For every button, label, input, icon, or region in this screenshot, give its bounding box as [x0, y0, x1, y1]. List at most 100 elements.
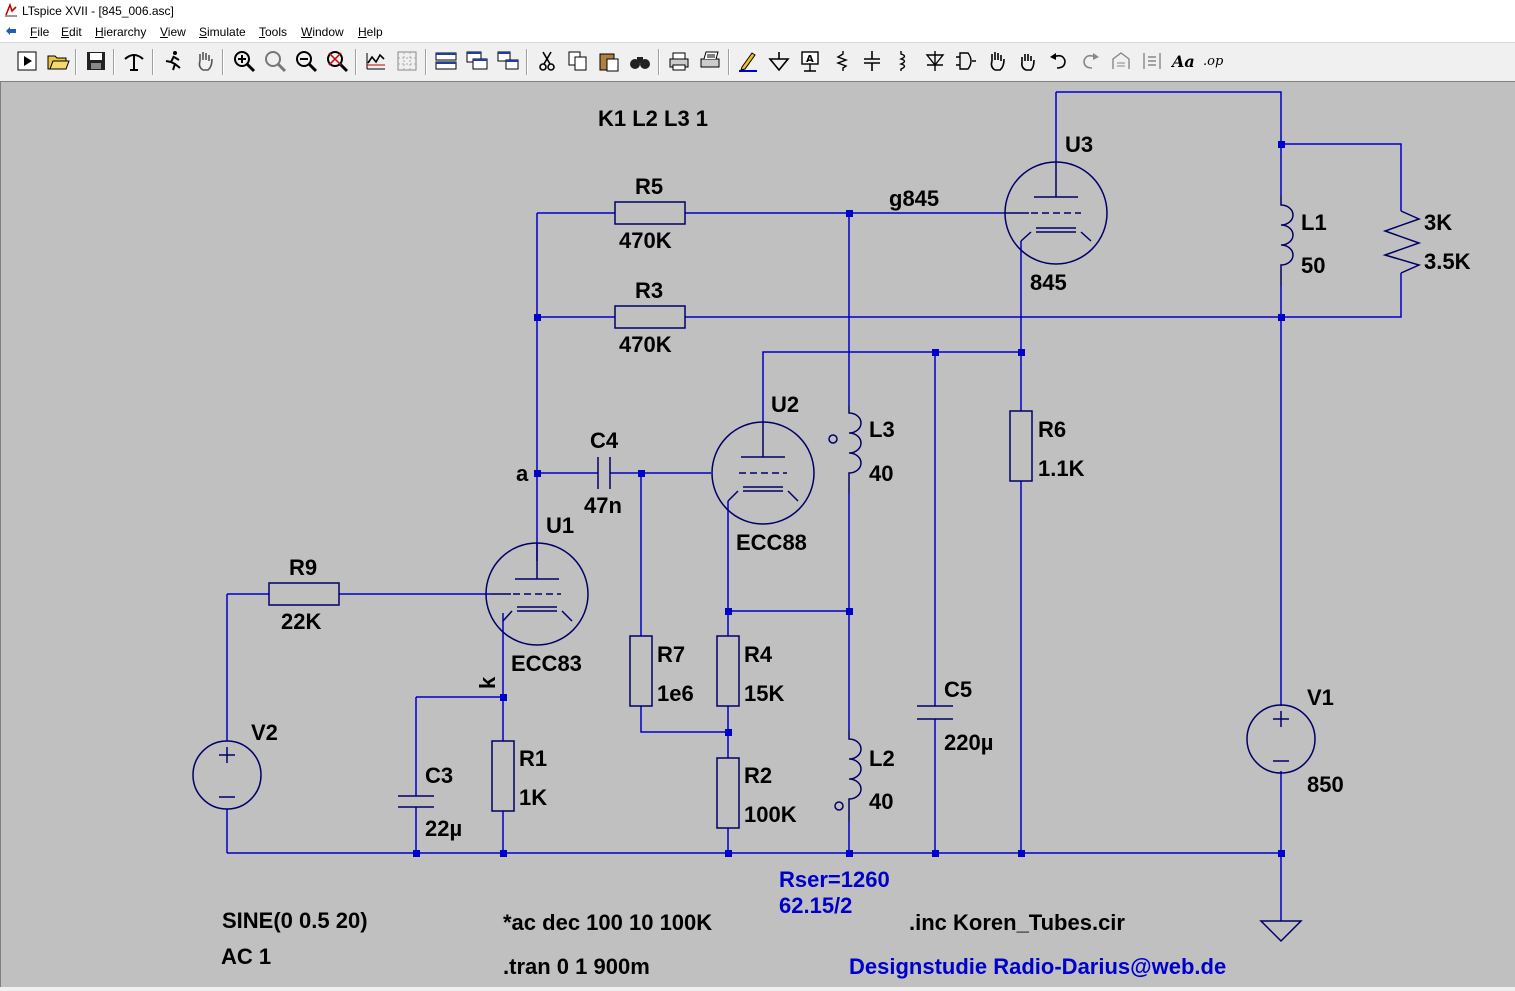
resistor-r6[interactable]	[1009, 410, 1033, 482]
footer-note[interactable]: Designstudie Radio-Darius@web.de	[849, 954, 1226, 979]
paste-icon[interactable]	[596, 48, 622, 74]
svg-text:Aa: Aa	[1171, 52, 1195, 71]
ground-icon[interactable]	[766, 48, 792, 74]
menu-tools[interactable]: Tools	[259, 25, 288, 39]
window-title: LTspice XVII - [845_006.asc]	[22, 4, 174, 18]
print-icon[interactable]	[666, 48, 692, 74]
toolbar-separator	[526, 49, 528, 75]
component-icon[interactable]	[953, 48, 979, 74]
menu-simulate[interactable]: Simulate	[199, 25, 246, 39]
resistor-r2[interactable]	[716, 757, 740, 829]
resistor-r5[interactable]	[614, 201, 686, 225]
l2-value: 40	[869, 789, 893, 814]
l2-param-rser[interactable]: Rser=1260	[779, 867, 890, 892]
find-icon[interactable]	[627, 48, 653, 74]
u2-name: U2	[771, 392, 799, 417]
capacitor-icon[interactable]	[859, 48, 885, 74]
resistor-r9[interactable]	[268, 582, 340, 606]
run-stop-icon[interactable]	[160, 48, 186, 74]
open-icon[interactable]	[45, 48, 71, 74]
directive-tran[interactable]: .tran 0 1 900m	[503, 954, 650, 979]
pan-icon[interactable]	[192, 48, 218, 74]
tube-u2[interactable]	[711, 421, 815, 525]
ground-symbol[interactable]	[1259, 920, 1303, 943]
document-icon[interactable]	[4, 24, 18, 38]
toolbar-separator	[658, 49, 660, 75]
zoom-area-icon[interactable]	[262, 48, 288, 74]
menu-hierarchy[interactable]: Hierarchy	[95, 25, 147, 39]
directive-k[interactable]: K1 L2 L3 1	[598, 106, 708, 131]
net-label-a[interactable]: a	[516, 461, 529, 486]
print-setup-icon[interactable]	[697, 48, 723, 74]
drag-icon[interactable]	[1015, 48, 1041, 74]
copy-icon[interactable]	[565, 48, 591, 74]
inductor-icon[interactable]	[890, 48, 916, 74]
inductor-l2[interactable]	[834, 731, 862, 821]
svg-text:A: A	[806, 54, 814, 65]
grid-icon[interactable]	[394, 48, 420, 74]
rotate-icon[interactable]	[1108, 48, 1134, 74]
toolbar-separator	[355, 49, 357, 75]
inductor-l3[interactable]	[828, 406, 862, 493]
directive-ac[interactable]: *ac dec 100 10 100K	[503, 910, 712, 935]
menu-window[interactable]: Window	[301, 25, 344, 39]
tile-horizontal-icon[interactable]	[433, 48, 459, 74]
capacitor-c3[interactable]	[398, 795, 434, 808]
mirror-icon[interactable]	[1139, 48, 1165, 74]
save-icon[interactable]	[83, 48, 109, 74]
menu-edit[interactable]: Edit	[61, 25, 82, 39]
draw-wire-icon[interactable]	[735, 48, 761, 74]
net-label-k[interactable]: k	[475, 676, 500, 689]
schematic-drawing[interactable]: K1 L2 L3 1 R5 470K R3 470K g845 U3 845 L…	[1, 82, 1515, 988]
schematic-canvas[interactable]: K1 L2 L3 1 R5 470K R3 470K g845 U3 845 L…	[0, 81, 1515, 987]
resistor-r7[interactable]	[629, 635, 653, 707]
ltspice-app-icon	[5, 3, 17, 17]
v2-source-ac[interactable]: AC 1	[221, 944, 271, 969]
voltage-source-v1[interactable]	[1246, 704, 1316, 774]
zoom-in-icon[interactable]	[231, 48, 257, 74]
move-icon[interactable]	[984, 48, 1010, 74]
cascade-icon[interactable]	[464, 48, 490, 74]
menu-help[interactable]: Help	[358, 25, 383, 39]
menu-view[interactable]: View	[160, 25, 186, 39]
l2-param-value[interactable]: 62.15/2	[779, 893, 852, 918]
capacitor-c4[interactable]	[597, 457, 611, 489]
control-panel-icon[interactable]	[121, 48, 147, 74]
undo-icon[interactable]	[1046, 48, 1072, 74]
resistor-load[interactable]	[1382, 210, 1422, 274]
zoom-out-icon[interactable]	[293, 48, 319, 74]
run-icon[interactable]	[14, 48, 40, 74]
l3-value: 40	[869, 461, 893, 486]
resistor-r4[interactable]	[716, 635, 740, 707]
resistor-r3[interactable]	[614, 305, 686, 329]
resistor-icon[interactable]	[828, 48, 854, 74]
inductor-l1[interactable]	[1280, 196, 1294, 286]
rload-name: 3K	[1424, 210, 1452, 235]
r6-value: 1.1K	[1038, 456, 1085, 481]
toolbar-separator	[728, 49, 730, 75]
l2-name: L2	[869, 746, 895, 771]
tube-u1[interactable]	[485, 542, 589, 646]
cut-icon[interactable]	[534, 48, 560, 74]
tile-vertical-icon[interactable]	[495, 48, 521, 74]
autorange-icon[interactable]	[363, 48, 389, 74]
r5-name: R5	[635, 174, 663, 199]
menu-file[interactable]: File	[30, 25, 50, 39]
zoom-fit-icon[interactable]	[324, 48, 350, 74]
r5-value: 470K	[619, 228, 672, 253]
v2-source-sine[interactable]: SINE(0 0.5 20)	[222, 908, 368, 933]
voltage-source-v2[interactable]	[192, 740, 262, 810]
resistor-r1[interactable]	[491, 740, 515, 812]
capacitor-c5[interactable]	[917, 705, 953, 720]
diode-icon[interactable]	[922, 48, 948, 74]
directive-inc[interactable]: .inc Koren_Tubes.cir	[909, 910, 1125, 935]
redo-icon[interactable]	[1077, 48, 1103, 74]
v2-name: V2	[251, 720, 278, 745]
label-net-icon[interactable]: A	[797, 48, 823, 74]
u3-name: U3	[1065, 132, 1093, 157]
net-label-g845[interactable]: g845	[889, 186, 939, 211]
u3-value: 845	[1030, 270, 1067, 295]
text-icon[interactable]: Aa	[1170, 48, 1196, 74]
tube-u3[interactable]	[1004, 161, 1108, 265]
spice-directive-icon[interactable]: .op	[1201, 48, 1227, 74]
